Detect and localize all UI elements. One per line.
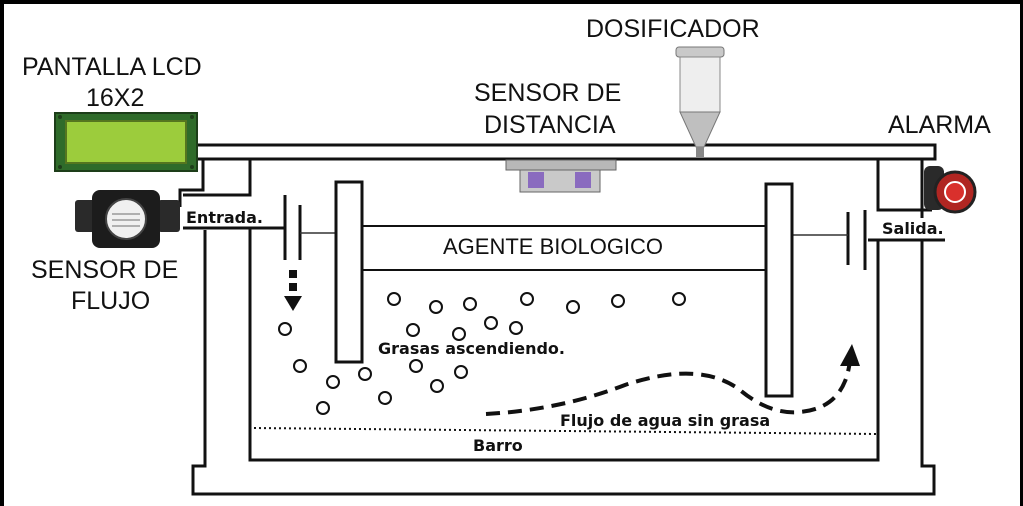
alarm-icon — [924, 166, 977, 214]
dosing-device-icon — [675, 46, 725, 157]
biological-agent-label: AGENTE BIOLOGICO — [443, 234, 664, 259]
sludge-level — [253, 427, 877, 435]
flow-sensor-label-line2: FLUJO — [71, 287, 151, 315]
alarm-label: ALARMA — [888, 111, 991, 139]
inflow-arrow-icon — [284, 270, 302, 311]
grease-bubbles — [278, 292, 686, 415]
baffle-left — [334, 180, 364, 364]
water-flow-label: Flujo de agua sin grasa — [560, 411, 771, 430]
lcd-label-line2: 16X2 — [86, 84, 145, 112]
grease-rising-label: Grasas ascendiendo. — [378, 339, 565, 358]
lcd-display-icon — [54, 112, 198, 172]
outlet-pipe — [846, 210, 867, 270]
baffle-right — [764, 182, 794, 398]
water-flow-arrow-icon — [840, 344, 860, 366]
distance-sensor-icon — [505, 159, 617, 193]
tank-outer-wall — [178, 143, 937, 496]
water-level — [300, 232, 848, 236]
outlet-label: Salida. — [882, 219, 944, 238]
lcd-label-line1: PANTALLA LCD — [22, 53, 202, 81]
flow-sensor-icon — [75, 190, 180, 248]
tank-inner-wall — [183, 159, 945, 462]
flow-sensor-label-line1: SENSOR DE — [31, 256, 179, 284]
inlet-pipe — [183, 195, 302, 260]
inlet-label: Entrada. — [186, 208, 263, 227]
dosing-device-label: DOSIFICADOR — [586, 15, 760, 43]
sludge-label: Barro — [473, 436, 523, 455]
distance-sensor-label-line1: SENSOR DE — [474, 79, 622, 107]
biological-agent-zone — [362, 225, 766, 271]
water-flow-path — [485, 359, 852, 416]
distance-sensor-label-line2: DISTANCIA — [484, 111, 616, 139]
